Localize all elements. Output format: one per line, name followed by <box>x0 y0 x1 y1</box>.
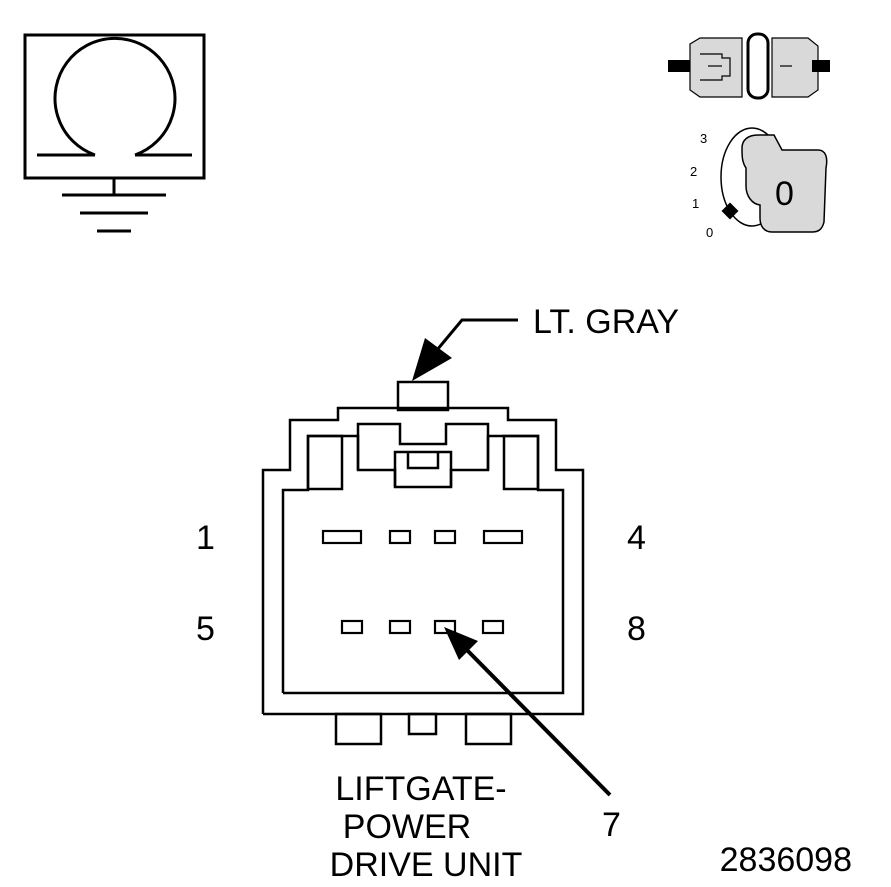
ohmmeter-ground-icon <box>23 33 206 233</box>
ignition-position-3: 3 <box>700 131 707 146</box>
terminal-pin-2 <box>388 529 412 545</box>
ignition-key-off-icon: 3 2 1 0 0 <box>690 127 828 240</box>
terminal-pin-5 <box>340 619 364 635</box>
figure-id: 2836098 <box>720 841 852 879</box>
terminal-pin-8 <box>481 619 505 635</box>
connector-color-label: LT. GRAY <box>533 303 679 341</box>
ignition-key-label: 0 <box>775 175 794 213</box>
connector-disconnected-icon <box>668 32 830 100</box>
ignition-position-1: 1 <box>692 196 699 211</box>
terminal-pin-1 <box>321 529 363 545</box>
ignition-position-0: 0 <box>706 225 713 240</box>
connector-name-line-2: POWER <box>343 808 471 846</box>
terminal-pin-3 <box>433 529 457 545</box>
pin-label-4: 4 <box>627 519 646 557</box>
pin-7-callout-arrow <box>444 627 612 797</box>
terminal-pin-4 <box>482 529 524 545</box>
pin-label-1: 1 <box>196 519 215 557</box>
ignition-position-2: 2 <box>690 164 697 179</box>
connector-face <box>261 380 585 746</box>
pin-label-8: 8 <box>627 610 646 648</box>
connector-name-line-3: DRIVE UNIT <box>330 846 523 884</box>
pin-label-7-callout: 7 <box>602 806 621 844</box>
terminal-pin-6 <box>388 619 412 635</box>
connector-name-line-1: LIFTGATE- <box>335 770 506 808</box>
color-leader-arrow <box>412 318 518 381</box>
pin-label-5: 5 <box>196 610 215 648</box>
